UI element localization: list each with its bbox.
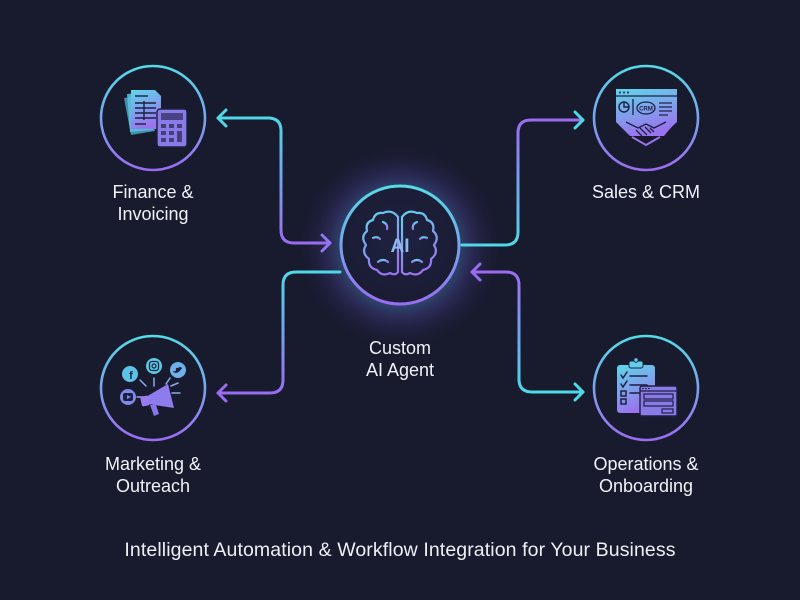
- node-marketing[interactable]: f: [99, 334, 207, 442]
- svg-text:f: f: [129, 370, 133, 382]
- facebook-icon: [122, 366, 138, 382]
- connector-marketing: [216, 270, 342, 403]
- label-marketing-line2: Outreach: [115, 476, 191, 496]
- label-operations-line2: Onboarding: [598, 476, 694, 496]
- ai-icon-text: AI: [391, 236, 410, 257]
- connector-sales: [460, 110, 585, 247]
- label-center-line2: AI Agent: [365, 360, 435, 380]
- label-finance-line2: Invoicing: [117, 204, 189, 224]
- diagram-title: Intelligent Automation & Workflow Integr…: [124, 539, 676, 561]
- node-sales[interactable]: CRM: [592, 64, 700, 172]
- label-marketing: Marketing & Outreach: [105, 453, 201, 497]
- node-operations[interactable]: [592, 334, 700, 442]
- connector-finance: [216, 108, 332, 253]
- brain-ai-icon: [362, 210, 438, 276]
- label-sales: Sales & CRM: [592, 181, 700, 203]
- label-center-line1: Custom: [368, 338, 431, 358]
- megaphone-social-icon: f: [120, 358, 186, 416]
- label-sales-line1: Sales & CRM: [591, 182, 701, 202]
- label-marketing-line1: Marketing &: [104, 454, 202, 474]
- label-operations: Operations & Onboarding: [593, 453, 698, 497]
- instagram-icon: [146, 358, 162, 374]
- node-finance[interactable]: [99, 64, 207, 172]
- label-operations-line1: Operations &: [593, 454, 699, 474]
- label-finance-line1: Finance &: [112, 182, 194, 202]
- clipboard-form-icon: [617, 357, 678, 417]
- center-node-ai-agent[interactable]: AI: [339, 184, 461, 306]
- label-finance: Finance & Invoicing: [112, 181, 193, 225]
- crm-handshake-icon: CRM: [616, 89, 677, 147]
- connector-operations: [470, 262, 585, 402]
- invoice-calculator-icon: [124, 90, 188, 148]
- crm-icon-text: CRM: [639, 107, 653, 113]
- label-center-ai-agent: Custom AI Agent: [366, 337, 434, 381]
